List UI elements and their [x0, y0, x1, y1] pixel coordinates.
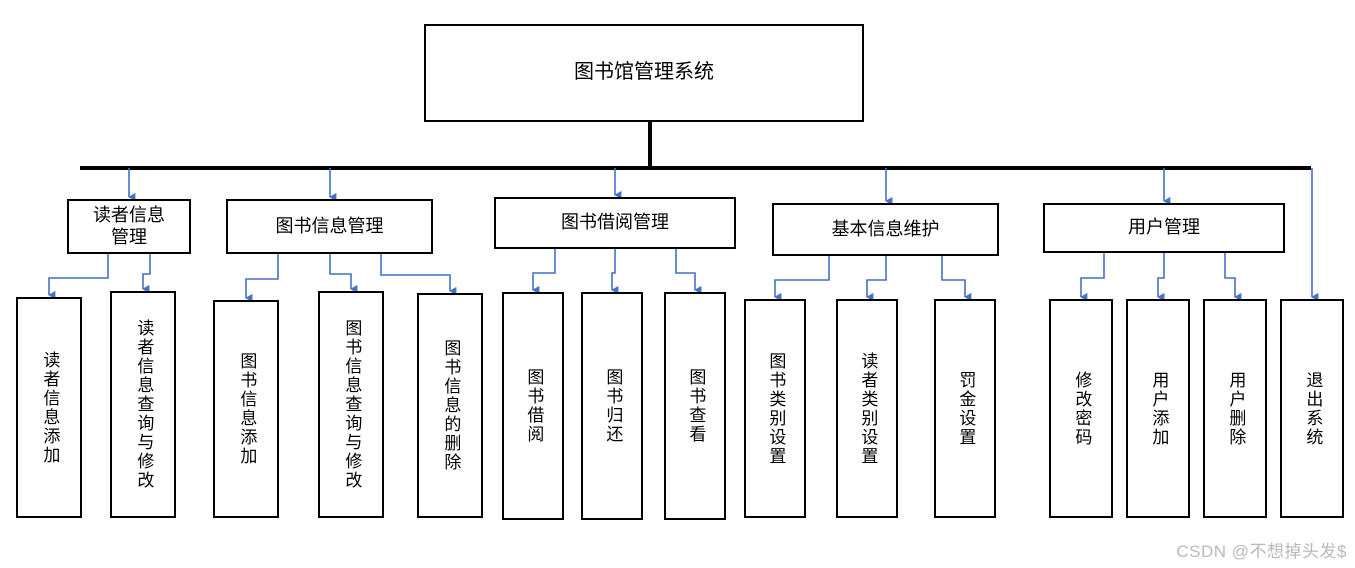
function-node-1[interactable]: 读者信息查询与修改	[110, 291, 176, 518]
root-node-library-management-system[interactable]: 图书馆管理系统	[424, 24, 864, 122]
function-node-14-label: 退出系统	[1303, 370, 1323, 447]
csdn-watermark: CSDN @不想掉头发$	[1176, 542, 1347, 561]
function-node-10[interactable]: 罚金设置	[934, 299, 996, 518]
function-node-13[interactable]: 用户删除	[1203, 299, 1267, 518]
function-node-14[interactable]: 退出系统	[1280, 299, 1344, 518]
module-to-function-line-7	[675, 249, 702, 295]
module-to-function-line-5	[532, 249, 556, 295]
module-to-function-line-1	[142, 254, 151, 294]
function-node-4[interactable]: 图书信息的删除	[417, 293, 483, 518]
function-node-11[interactable]: 修改密码	[1049, 299, 1113, 518]
module-node-4[interactable]: 用户管理	[1043, 203, 1285, 253]
module-to-function-line-3	[329, 254, 358, 294]
module-to-function-line-10	[941, 256, 972, 302]
module-node-1[interactable]: 图书信息管理	[226, 199, 433, 254]
module-to-function-line-9	[866, 256, 887, 302]
function-node-4-label: 图书信息的删除	[441, 339, 461, 472]
function-node-6-label: 图书归还	[603, 368, 623, 444]
module-node-2-label: 图书借阅管理	[561, 212, 669, 233]
function-node-8[interactable]: 图书类别设置	[744, 299, 806, 518]
function-node-6[interactable]: 图书归还	[581, 292, 643, 520]
function-node-9[interactable]: 读者类别设置	[836, 299, 898, 518]
module-to-function-line-6	[611, 249, 619, 295]
function-node-12-label: 用户添加	[1149, 370, 1169, 447]
function-node-3-label: 图书信息查询与修改	[342, 319, 362, 490]
function-node-0-label: 读者信息添加	[40, 350, 60, 465]
module-node-0[interactable]: 读者信息 管理	[67, 199, 191, 254]
function-node-9-label: 读者类别设置	[858, 351, 878, 466]
module-node-3[interactable]: 基本信息维护	[772, 203, 999, 256]
module-to-function-line-2	[245, 254, 279, 303]
function-node-0[interactable]: 读者信息添加	[16, 297, 82, 518]
module-to-function-line-8	[774, 256, 830, 302]
function-node-2[interactable]: 图书信息添加	[213, 300, 279, 518]
module-node-2[interactable]: 图书借阅管理	[494, 197, 736, 249]
function-node-13-label: 用户删除	[1226, 370, 1246, 447]
function-node-7[interactable]: 图书查看	[664, 292, 726, 520]
module-to-function-line-4	[380, 254, 457, 296]
root-node-library-management-system-label: 图书馆管理系统	[574, 61, 714, 84]
module-to-function-line-13	[1224, 253, 1242, 302]
function-node-12[interactable]: 用户添加	[1126, 299, 1190, 518]
module-node-1-label: 图书信息管理	[275, 215, 384, 236]
function-node-5-label: 图书借阅	[524, 368, 544, 444]
function-node-3[interactable]: 图书信息查询与修改	[318, 291, 384, 518]
module-to-function-line-12	[1157, 253, 1165, 302]
module-to-function-line-11	[1080, 253, 1105, 302]
module-node-3-label: 基本信息维护	[831, 218, 940, 239]
module-to-function-line-0	[48, 254, 109, 300]
function-node-5[interactable]: 图书借阅	[502, 292, 564, 520]
function-node-1-label: 读者信息查询与修改	[134, 319, 154, 490]
function-node-11-label: 修改密码	[1072, 370, 1092, 447]
function-node-2-label: 图书信息添加	[237, 352, 257, 466]
function-node-8-label: 图书类别设置	[766, 351, 786, 466]
module-node-4-label: 用户管理	[1128, 217, 1200, 238]
function-node-7-label: 图书查看	[686, 368, 706, 444]
module-node-0-label: 读者信息 管理	[93, 205, 165, 247]
function-node-10-label: 罚金设置	[956, 370, 976, 447]
